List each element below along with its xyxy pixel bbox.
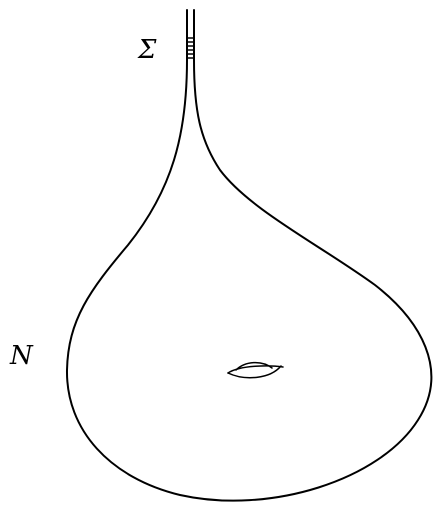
- neck-hatching: [186, 37, 195, 59]
- handle-symbol: [227, 361, 284, 379]
- manifold-outline: [65, 9, 433, 502]
- sigma-label: Σ: [137, 35, 157, 65]
- n-label: N: [9, 341, 34, 371]
